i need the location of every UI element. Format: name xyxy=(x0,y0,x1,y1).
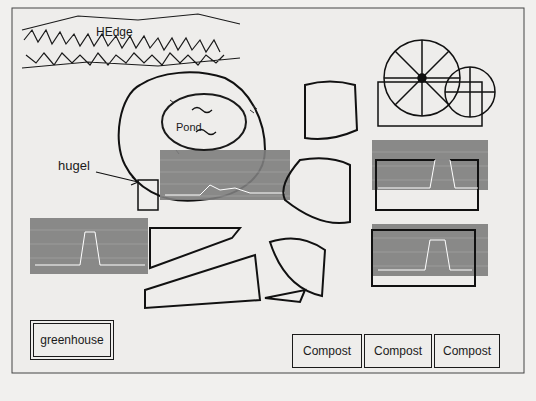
greenhouse-box: greenhouse xyxy=(30,320,114,360)
hedge-scribble xyxy=(18,10,243,72)
garden-bed xyxy=(150,228,240,268)
area-label: Compost xyxy=(303,344,351,358)
photo-inset xyxy=(160,150,290,200)
area-label: Compost xyxy=(443,344,491,358)
compost-bin: Compost xyxy=(364,334,432,368)
garden-bed xyxy=(283,158,350,223)
bed-label: hugel xyxy=(58,158,90,173)
garden-bed xyxy=(145,255,260,308)
area-label: greenhouse xyxy=(40,333,103,347)
photo-inset xyxy=(372,140,488,210)
leader-line xyxy=(96,172,138,185)
photo-inset xyxy=(30,218,148,274)
hedge-area: HEdge xyxy=(18,10,243,72)
frame xyxy=(12,8,524,373)
garden-bed xyxy=(305,82,357,140)
garden-bed xyxy=(270,238,325,296)
area-label: HEdge xyxy=(96,25,133,39)
garden-bed xyxy=(265,290,305,302)
pond-outline xyxy=(160,92,248,152)
wheel-sketch xyxy=(378,40,495,126)
compost-bin: Compost xyxy=(292,334,362,368)
area-label: Pond xyxy=(176,121,202,133)
compost-bin: Compost xyxy=(434,334,500,368)
photo-inset xyxy=(372,224,488,286)
area-label: Compost xyxy=(374,344,422,358)
hugel-bed xyxy=(138,180,158,210)
pond-area: Pond xyxy=(160,92,248,152)
